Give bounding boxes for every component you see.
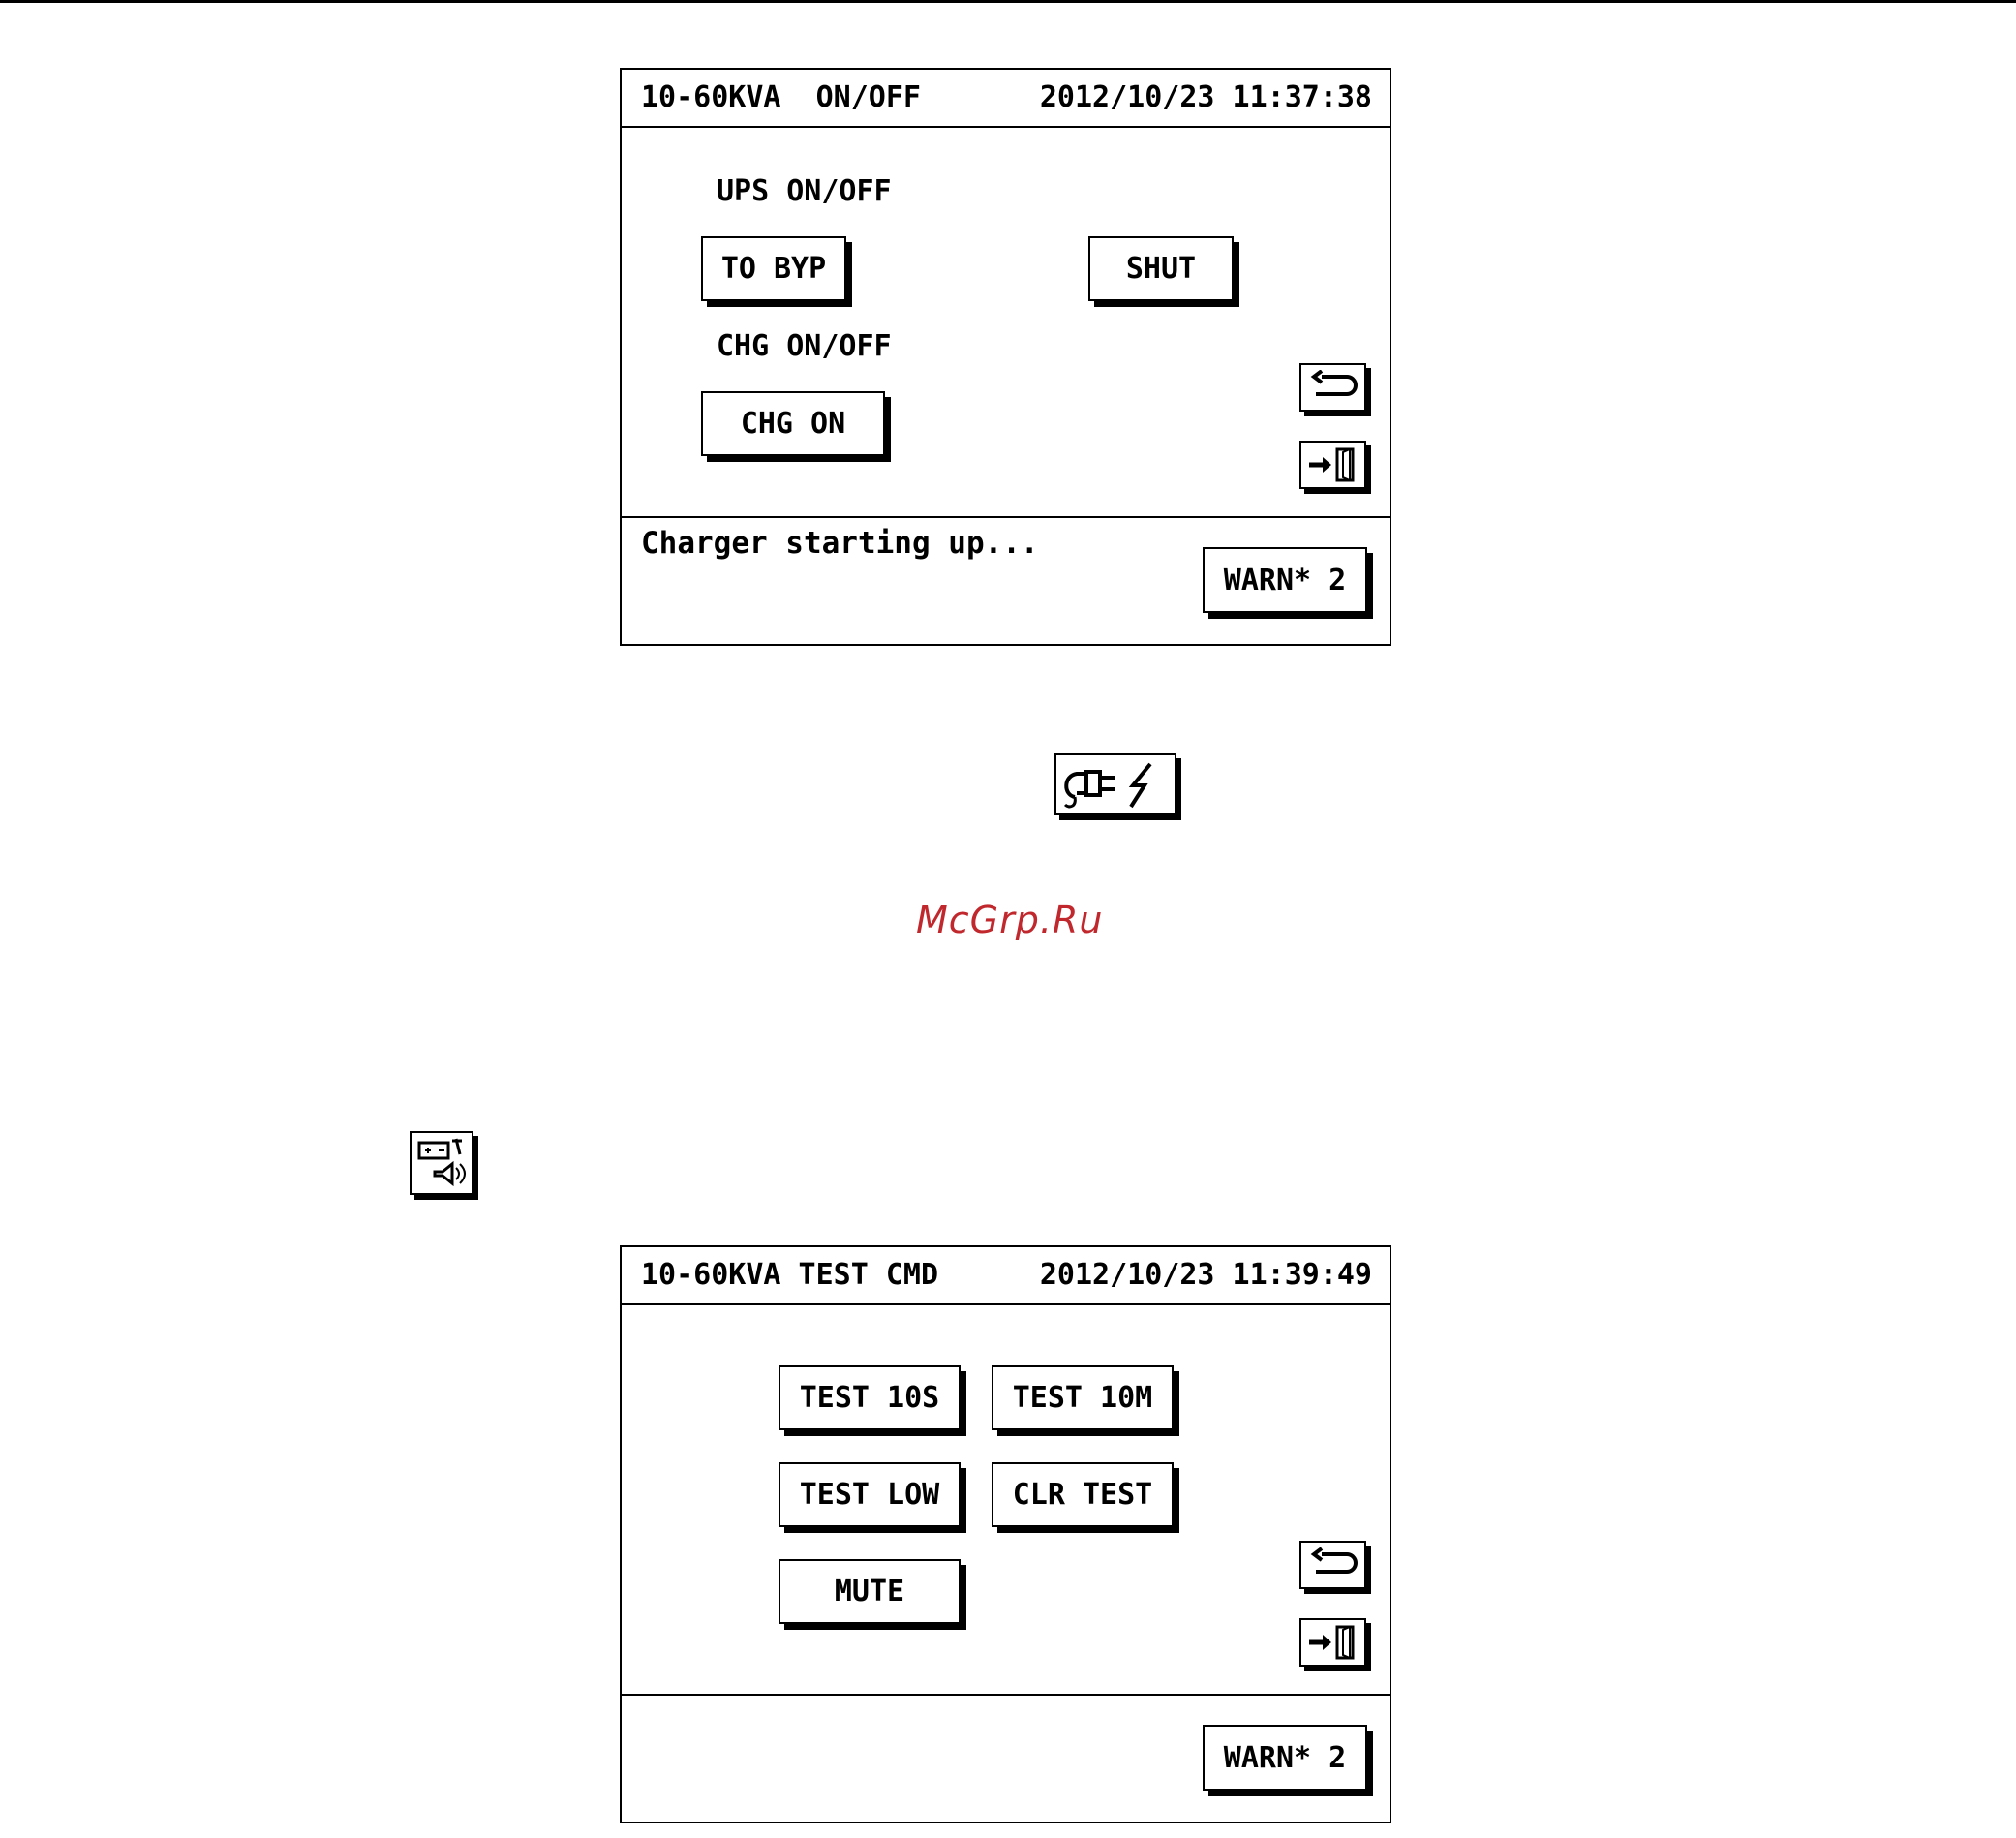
shut-button[interactable]: SHUT <box>1088 236 1234 301</box>
test-command-screen: 10-60KVA TEST CMD 2012/10/23 11:39:49 TE… <box>620 1245 1391 1823</box>
exit-button[interactable] <box>1299 441 1366 489</box>
return-button[interactable] <box>1299 363 1366 412</box>
clear-test-button[interactable]: CLR TEST <box>992 1462 1174 1527</box>
status-message: Charger starting up... <box>641 526 1039 561</box>
screen-datetime: 2012/10/23 11:39:49 <box>1040 1247 1372 1303</box>
screen-header: 10-60KVA TEST CMD 2012/10/23 11:39:49 <box>622 1247 1390 1305</box>
ups-onoff-label: UPS ON/OFF <box>717 174 892 208</box>
plug-lightning-icon <box>1061 758 1170 811</box>
screen-header: 10-60KVA ON/OFF 2012/10/23 11:37:38 <box>622 70 1390 128</box>
status-bar: WARN* 2 <box>622 1694 1390 1823</box>
onoff-screen: 10-60KVA ON/OFF 2012/10/23 11:37:38 UPS … <box>620 68 1391 646</box>
exit-door-icon <box>1306 1623 1360 1662</box>
test-command-icon-button[interactable] <box>410 1131 473 1195</box>
test-10m-button[interactable]: TEST 10M <box>992 1365 1174 1430</box>
warning-button[interactable]: WARN* 2 <box>1203 1725 1367 1791</box>
exit-door-icon <box>1306 445 1360 484</box>
screen-datetime: 2012/10/23 11:37:38 <box>1040 70 1372 126</box>
return-arrow-icon <box>1308 1547 1359 1582</box>
watermark: McGrp.Ru <box>916 899 1103 941</box>
screen-mode-title: 10-60KVA ON/OFF <box>641 70 921 126</box>
return-button[interactable] <box>1299 1541 1366 1589</box>
test-low-button[interactable]: TEST LOW <box>779 1462 961 1527</box>
mute-button[interactable]: MUTE <box>779 1559 961 1624</box>
to-bypass-button[interactable]: TO BYP <box>701 236 846 301</box>
warning-button[interactable]: WARN* 2 <box>1203 547 1367 613</box>
charger-on-button[interactable]: CHG ON <box>701 391 885 456</box>
battery-speaker-icon <box>413 1135 470 1191</box>
status-bar: Charger starting up... WARN* 2 <box>622 516 1390 646</box>
test-10s-button[interactable]: TEST 10S <box>779 1365 961 1430</box>
charger-icon-button[interactable] <box>1054 753 1176 815</box>
exit-button[interactable] <box>1299 1618 1366 1667</box>
screen-mode-title: 10-60KVA TEST CMD <box>641 1247 938 1303</box>
charger-onoff-label: CHG ON/OFF <box>717 329 892 363</box>
top-rule <box>0 0 2016 3</box>
return-arrow-icon <box>1308 370 1359 405</box>
